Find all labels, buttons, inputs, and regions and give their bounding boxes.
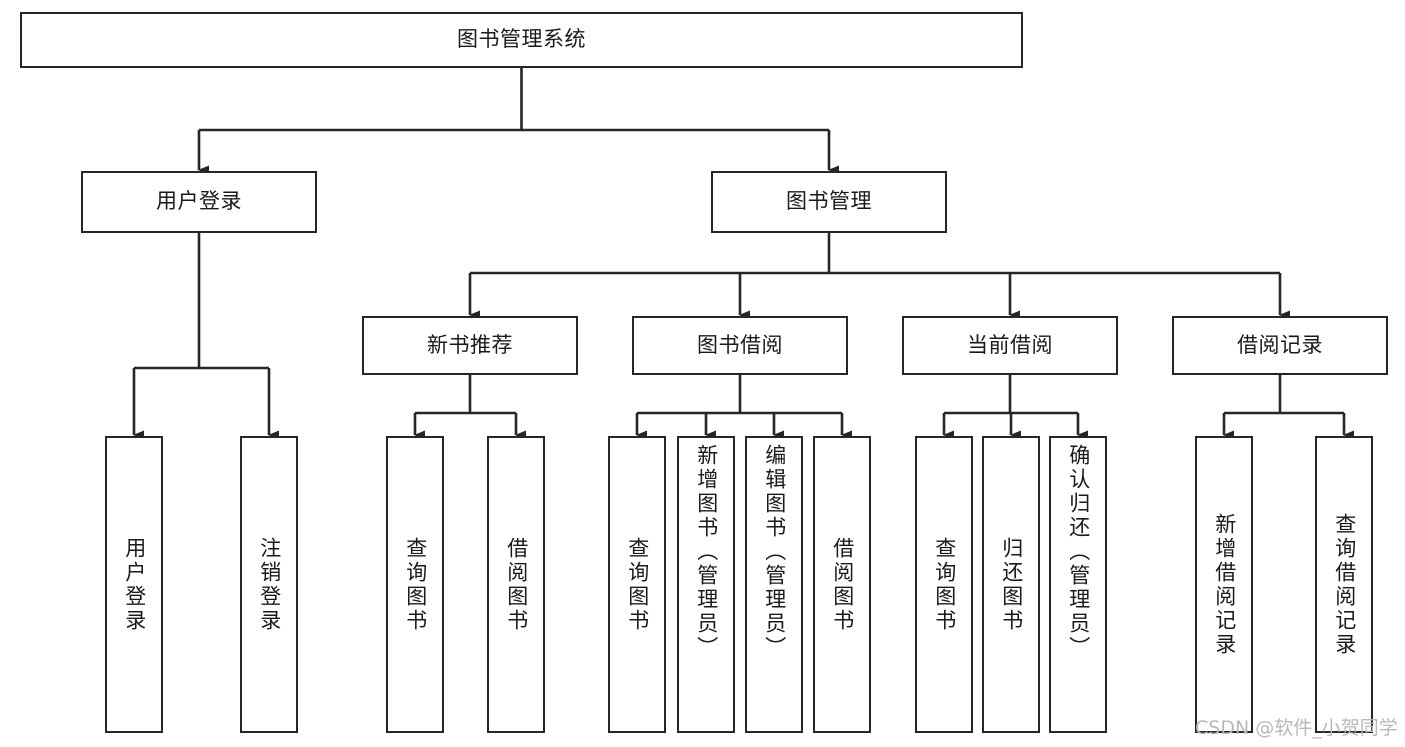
node-leaf-add-book[interactable]: 新增图书（管理员） [677, 436, 735, 733]
edge-bus-book-borrow [637, 375, 842, 415]
edge-bus-book-manage [470, 233, 1280, 275]
node-label: 注销登录 [257, 536, 282, 633]
node-leaf-query-book-2[interactable]: 查询图书 [608, 436, 666, 733]
node-label: 图书管理 [786, 189, 872, 214]
edge-bus-new-book-rec [415, 375, 516, 415]
node-label: 查询借阅记录 [1332, 512, 1357, 657]
node-current-borrow[interactable]: 当前借阅 [902, 316, 1118, 375]
node-borrow-record[interactable]: 借阅记录 [1172, 316, 1388, 375]
node-leaf-borrow-book-2[interactable]: 借阅图书 [813, 436, 871, 733]
node-leaf-query-record[interactable]: 查询借阅记录 [1315, 436, 1373, 733]
node-label: 归还图书 [999, 536, 1024, 633]
node-leaf-user-login[interactable]: 用户登录 [105, 436, 163, 733]
node-label: 新增图书（管理员） [694, 444, 719, 660]
node-leaf-confirm-return[interactable]: 确认归还（管理员） [1049, 436, 1107, 733]
node-label: 确认归还（管理员） [1066, 444, 1091, 660]
node-book-manage[interactable]: 图书管理 [711, 171, 947, 233]
node-leaf-add-record[interactable]: 新增借阅记录 [1195, 436, 1253, 733]
node-label: 编辑图书（管理员） [762, 444, 787, 660]
edge-bus-borrow-record [1224, 375, 1344, 415]
node-label: 查询图书 [932, 536, 957, 633]
node-root[interactable]: 图书管理系统 [20, 12, 1023, 68]
node-leaf-return-book[interactable]: 归还图书 [982, 436, 1040, 733]
node-leaf-query-book-3[interactable]: 查询图书 [915, 436, 973, 733]
node-label: 用户登录 [122, 536, 147, 633]
node-book-borrow[interactable]: 图书借阅 [632, 316, 848, 375]
node-label: 当前借阅 [967, 332, 1053, 357]
node-leaf-user-logout[interactable]: 注销登录 [240, 436, 298, 733]
node-label: 新增借阅记录 [1212, 512, 1237, 657]
node-leaf-edit-book[interactable]: 编辑图书（管理员） [745, 436, 803, 733]
node-label: 查询图书 [403, 536, 428, 633]
node-label: 查询图书 [625, 536, 650, 633]
node-label: 图书借阅 [697, 332, 783, 357]
node-new-book-rec[interactable]: 新书推荐 [362, 316, 578, 375]
node-label: 用户登录 [156, 189, 242, 214]
node-label: 借阅图书 [830, 536, 855, 633]
edge-bus-current-borrow [944, 375, 1078, 415]
csdn-watermark: CSDN @软件_小贺同学 [1195, 717, 1398, 739]
node-label: 图书管理系统 [457, 27, 586, 52]
edge-bus-root [199, 68, 829, 132]
node-label: 借阅图书 [504, 536, 529, 633]
node-leaf-borrow-book-1[interactable]: 借阅图书 [487, 436, 545, 733]
node-label: 新书推荐 [427, 332, 513, 357]
node-label: 借阅记录 [1237, 332, 1323, 357]
edge-bus-user-login [134, 233, 269, 370]
node-user-login[interactable]: 用户登录 [81, 171, 317, 233]
node-leaf-query-book-1[interactable]: 查询图书 [386, 436, 444, 733]
